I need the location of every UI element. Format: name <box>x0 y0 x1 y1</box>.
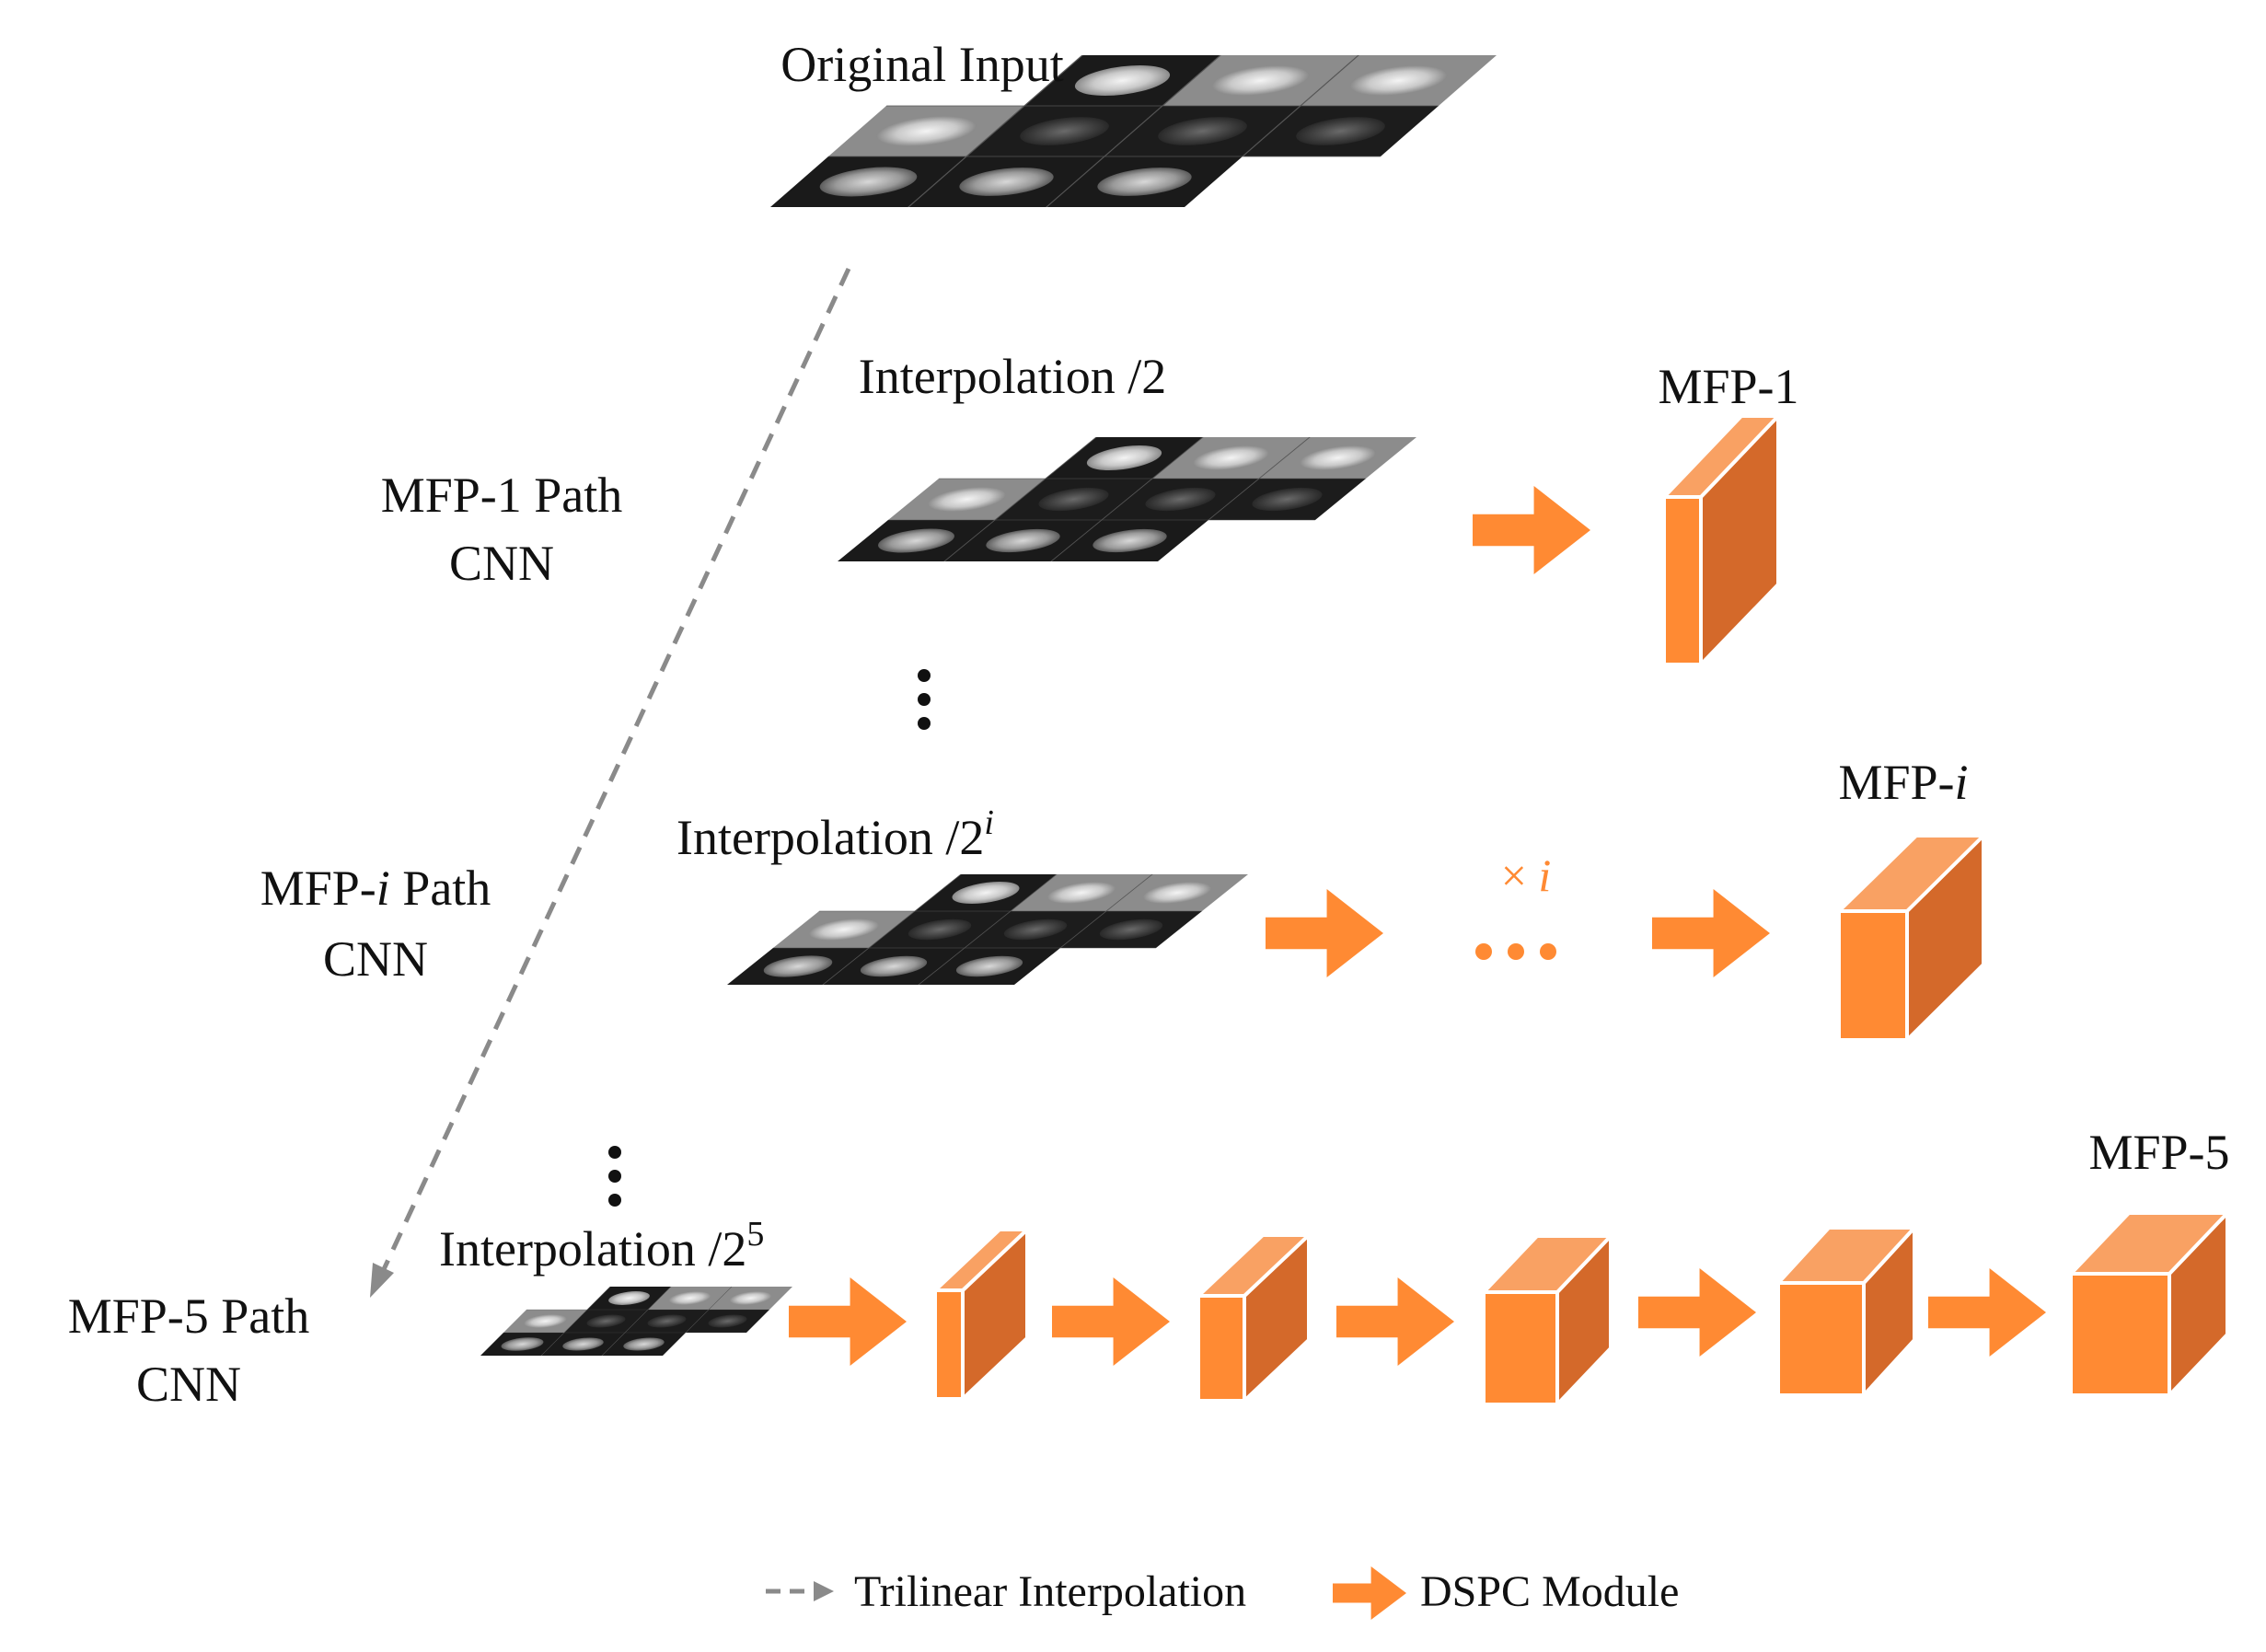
dspc-arrow-icon <box>1652 889 1770 977</box>
vertical-ellipsis-icon <box>918 669 931 730</box>
dspc-arrow-icon <box>1638 1268 1756 1357</box>
mfp-1-path-label: MFP-1 Path <box>381 468 623 523</box>
original-input-label: Original Input <box>780 37 1063 92</box>
dspc-arrow-icon <box>1336 1277 1454 1366</box>
legend-trilinear-label: Trilinear Interpolation <box>854 1567 1246 1616</box>
horizontal-ellipsis-icon <box>1475 943 1556 960</box>
dspc-arrow-icon <box>1052 1277 1170 1366</box>
mfp-5-cnn-label: CNN <box>136 1357 241 1412</box>
legend-dspc-label: DSPC Module <box>1420 1567 1679 1616</box>
mfp-5-output-label: MFP-5 <box>2088 1125 2229 1180</box>
interpolation-1-montage <box>837 436 1417 562</box>
repeat-count-label: × i <box>1501 849 1552 901</box>
legend-orange-arrow-icon <box>1333 1566 1406 1620</box>
mfp-i-feature-cuboid <box>1837 834 1985 1042</box>
mfp-1-output-label: MFP-1 <box>1658 359 1798 414</box>
dspc-arrow-icon <box>1928 1268 2046 1357</box>
mfp-5-path-label: MFP-5 Path <box>68 1288 310 1344</box>
mfp-5-feature-cuboid <box>2069 1211 2229 1397</box>
dspc-arrow-icon <box>1266 889 1383 977</box>
interpolation-i-label: Interpolation /2i <box>676 803 994 865</box>
level5-cuboid-3 <box>1482 1234 1613 1406</box>
interpolation-5-label: Interpolation /25 <box>439 1215 764 1277</box>
legend-dashed-arrow-icon <box>766 1581 834 1601</box>
level5-cuboid-1 <box>933 1228 1029 1401</box>
mfp-1-cnn-label: CNN <box>449 536 554 591</box>
mfp-i-cnn-label: CNN <box>323 931 428 987</box>
mfp-i-path-label: MFP-i Path <box>260 861 491 916</box>
level5-cuboid-4 <box>1776 1226 1916 1397</box>
dashed-arrow-head-icon <box>370 1263 394 1298</box>
level5-cuboid-2 <box>1197 1233 1311 1403</box>
trilinear-interpolation-arrow <box>370 267 851 1298</box>
dspc-arrow-icon <box>1473 486 1590 574</box>
mfp-i-output-label: MFP-i <box>1838 755 1968 810</box>
vertical-ellipsis-icon <box>608 1146 621 1207</box>
interpolation-i-montage <box>726 873 1249 986</box>
legend: Trilinear Interpolation DSPC Module <box>766 1566 1679 1620</box>
dspc-arrow-icon <box>789 1277 907 1366</box>
interpolation-1-label: Interpolation /2 <box>859 349 1166 404</box>
mfp-1-feature-cuboid <box>1662 414 1780 666</box>
interpolation-5-montage <box>480 1286 793 1357</box>
